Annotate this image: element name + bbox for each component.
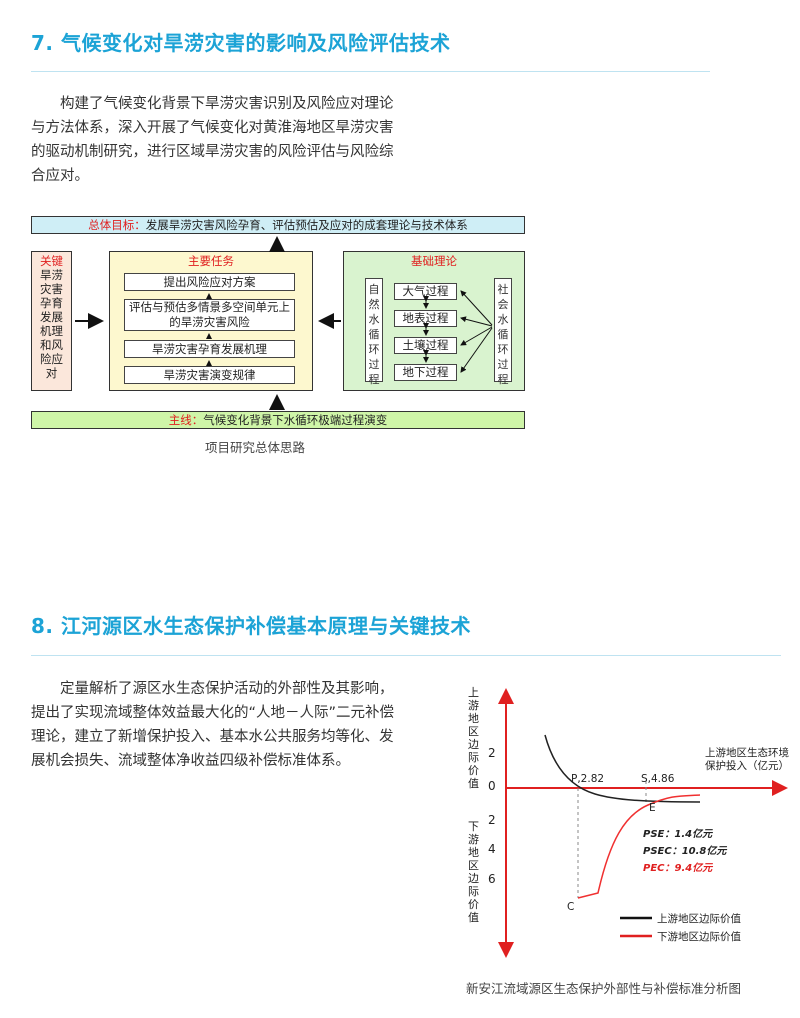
section7-caption: 项目研究总体思路: [205, 440, 306, 455]
key-box: 关键 旱涝灾害孕育发展机理和风险应对: [31, 251, 72, 391]
theory-title: 基础理论: [411, 254, 457, 268]
y-tick-label: 2: [488, 813, 496, 827]
annotation-pec: PEC：9.4亿元: [643, 863, 713, 874]
mainline-text: 气候变化背景下水循环极端过程演变: [203, 413, 388, 427]
chart-svg: [498, 688, 788, 958]
section7-title: 7. 气候变化对旱涝灾害的影响及风险评估技术: [31, 31, 451, 55]
point-label-e: E: [649, 802, 656, 814]
mainline-label: 主线：: [168, 413, 204, 427]
section7-divider: [31, 71, 710, 72]
mainline-bar: 主线：气候变化背景下水循环极端过程演变: [31, 411, 525, 429]
annotation-psec: PSEC：10.8亿元: [643, 846, 727, 857]
theory-item-1: 大气过程: [394, 283, 457, 300]
y-tick-label: 2: [488, 746, 496, 760]
theory-item-2: 地表过程: [394, 310, 457, 327]
legend-downstream: 下游地区边际价值: [657, 931, 741, 943]
series-upstream-line: [544, 734, 701, 803]
diagram-arrows: [75, 236, 493, 410]
section7-paragraph: 构建了气候变化背景下旱涝灾害识别及风险应对理论与方法体系，深入开展了气候变化对黄…: [31, 96, 394, 184]
key-text: 旱涝灾害孕育发展机理和风险应对: [40, 268, 63, 380]
theory-item-4: 地下过程: [394, 364, 457, 381]
goal-bar: 总体目标：发展旱涝灾害风险孕育、评估预估及应对的成套理论与技术体系: [31, 216, 525, 234]
tasks-title: 主要任务: [188, 254, 234, 268]
y-label-bottom: 下游地区边际价值: [468, 820, 479, 924]
compensation-chart: 上游地区边际价值 下游地区边际价值 2 0 2 4 6 上游地区生态环境保护投入…: [460, 680, 790, 965]
section8-title: 8. 江河源区水生态保护补偿基本原理与关键技术: [31, 614, 471, 638]
point-label-p: P,2.82: [571, 773, 605, 785]
x-axis-label: 上游地区生态环境保护投入（亿元）: [705, 747, 789, 772]
point-label-s: S,4.86: [641, 773, 675, 785]
annotation-pse: PSE：1.4亿元: [643, 829, 713, 840]
legend-upstream: 上游地区边际价值: [657, 913, 741, 925]
natural-water-cycle: 自然水循环过程: [365, 278, 383, 386]
goal-label: 总体目标：: [88, 218, 146, 232]
section8-paragraph: 定量解析了源区水生态保护活动的外部性及其影响，提出了实现流域整体效益最大化的“人…: [31, 681, 395, 769]
y-tick-label: 0: [488, 779, 496, 793]
section8-caption: 新安江流域源区生态保护外部性与补偿标准分析图: [466, 981, 742, 996]
task-item-2: 评估与预估多情景多空间单元上的旱涝灾害风险: [124, 299, 295, 331]
key-title: 关键: [40, 254, 63, 268]
social-water-cycle: 社会水循环过程: [494, 278, 512, 386]
y-tick-label: 4: [488, 842, 496, 856]
series-downstream-line: [577, 794, 701, 899]
task-item-4: 旱涝灾害演变规律: [124, 366, 295, 384]
task-item-3: 旱涝灾害孕育发展机理: [124, 340, 295, 358]
task-item-1: 提出风险应对方案: [124, 273, 295, 291]
point-label-c: C: [567, 901, 575, 913]
y-label-top: 上游地区边际价值: [468, 686, 479, 790]
y-tick-label: 6: [488, 872, 496, 886]
section8-divider: [31, 655, 781, 656]
goal-text: 发展旱涝灾害风险孕育、评估预估及应对的成套理论与技术体系: [145, 218, 468, 232]
theory-item-3: 土壤过程: [394, 337, 457, 354]
